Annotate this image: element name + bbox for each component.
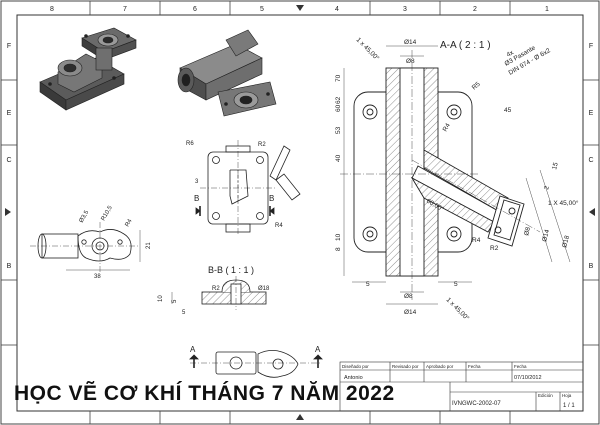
- front-dim-r6: R6: [186, 141, 194, 147]
- tb-label-checked: Revisado por: [392, 364, 419, 369]
- tb-label-date2: Fecha: [514, 364, 527, 369]
- row-label-right-f: F: [589, 43, 593, 50]
- tb-label-date: Fecha: [468, 364, 481, 369]
- col-label-top-5: 5: [260, 6, 264, 13]
- col-label-top-3: 3: [403, 6, 407, 13]
- row-label-right-b: B: [589, 263, 594, 270]
- aa-dim-phi14-top: Ø14: [404, 39, 417, 46]
- column-ticks: [89, 1, 511, 424]
- left-dim-r4: R4: [125, 218, 134, 228]
- aa-dim-62: 62: [335, 96, 342, 104]
- bb-dim-phi18: Ø18: [258, 286, 270, 292]
- row-label-left-b: B: [7, 263, 12, 270]
- tb-value-sheet: 1 / 1: [563, 403, 575, 409]
- aa-dim-40: 40: [335, 154, 342, 162]
- bottom-section-label-a2: A: [315, 345, 321, 354]
- col-label-top-4: 4: [335, 6, 339, 13]
- tb-label-edition: Edición: [538, 393, 553, 398]
- col-label-top-6: 6: [193, 6, 197, 13]
- front-dim-r4: R4: [275, 223, 283, 229]
- aa-dim-5-right: 5: [454, 281, 458, 288]
- row-label-left-f: F: [7, 43, 11, 50]
- aa-dim-8: 8: [335, 247, 342, 251]
- left-view: [30, 222, 141, 272]
- section-aa-view: [340, 45, 571, 305]
- row-label-left-c: C: [6, 157, 11, 164]
- section-aa-title: A-A ( 2 : 1 ): [440, 40, 491, 51]
- aa-dim-15: 15: [551, 161, 560, 170]
- aa-dim-5-left: 5: [366, 281, 370, 288]
- front-view: [195, 140, 301, 236]
- row-label-right-c: C: [588, 157, 593, 164]
- tb-value-code: IVNGWC-2002-07: [452, 401, 501, 407]
- section-bb-title: B-B ( 1 : 1 ): [208, 265, 254, 275]
- left-dim-38: 38: [94, 274, 101, 280]
- front-section-label-b1: B: [194, 194, 199, 203]
- aa-dim-r5: R5: [471, 81, 482, 92]
- title-block: [339, 361, 584, 412]
- aa-dim-53: 53: [335, 126, 342, 134]
- row-label-right-e: E: [589, 110, 594, 117]
- tb-label-approved: Aprobado por: [426, 364, 454, 369]
- section-bb-view: [171, 276, 267, 310]
- bottom-view: [189, 350, 323, 378]
- centering-marks: [5, 5, 595, 420]
- col-label-top-7: 7: [123, 6, 127, 13]
- bottom-section-label-a1: A: [190, 345, 196, 354]
- aa-dim-phi14-right: Ø14: [541, 228, 551, 242]
- row-label-left-e: E: [7, 110, 12, 117]
- aa-dim-phi14-bottom: Ø14: [404, 309, 417, 316]
- aa-dim-70: 70: [335, 74, 342, 82]
- aa-dim-phi8-right: Ø8: [523, 226, 532, 237]
- aa-dim-60: 60: [335, 104, 342, 112]
- tb-label-sheet: Hoja: [562, 393, 572, 398]
- isometric-view-2: [177, 29, 277, 117]
- tb-value-designer: Antonio: [344, 375, 363, 381]
- tb-label-designed: Diseñado por: [342, 364, 369, 369]
- col-label-top-1: 1: [545, 6, 549, 13]
- left-dim-21: 21: [146, 242, 152, 249]
- bb-dim-5a: 5: [172, 299, 178, 303]
- aa-note-4x: 4x: [506, 49, 516, 59]
- isometric-view-1: [39, 27, 137, 111]
- row-ticks: [1, 79, 599, 346]
- col-label-top-2: 2: [473, 6, 477, 13]
- aa-dim-phi8-bottom: Ø8: [404, 293, 413, 300]
- front-section-label-b2: B: [269, 194, 274, 203]
- front-dim-3: 3: [195, 179, 199, 185]
- aa-dim-2: 2: [543, 185, 551, 191]
- tb-value-date: 07/10/2012: [514, 375, 542, 381]
- bb-dim-r2: R2: [212, 286, 220, 292]
- aa-dim-r4-bottom: R4: [472, 237, 481, 244]
- aa-dim-45: 45: [504, 107, 512, 114]
- aa-dim-right-chamfer: 1 X 45,00°: [548, 199, 579, 207]
- bb-dim-10: 10: [158, 295, 164, 302]
- aa-dim-r4-top: R4: [442, 122, 452, 133]
- aa-dim-phi18-right: Ø18: [561, 234, 571, 248]
- aa-dim-10: 10: [335, 233, 342, 241]
- aa-dim-phi8-top: Ø8: [406, 58, 415, 65]
- inner-frame: [16, 14, 584, 412]
- front-dim-r2: R2: [258, 142, 266, 148]
- aa-dim-r2: R2: [490, 245, 499, 252]
- col-label-top-8: 8: [50, 6, 54, 13]
- bb-dim-5b: 5: [182, 310, 186, 316]
- banner-title: HỌC VẼ CƠ KHÍ THÁNG 7 NĂM 2022: [14, 382, 395, 405]
